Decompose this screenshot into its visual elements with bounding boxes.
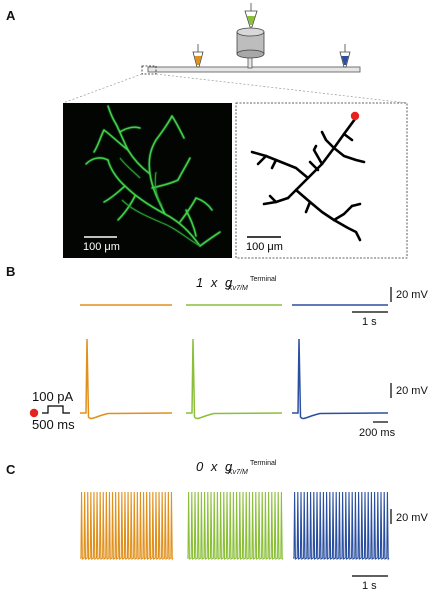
action-potential-traces: [80, 338, 389, 420]
scale-b-voltage-bottom-label: 20 mV: [396, 385, 428, 397]
stimulus-soma-marker: [29, 408, 39, 418]
stimulus-amplitude-label: 100 pA: [32, 389, 74, 404]
fluorescence-micrograph: 100 μm: [63, 103, 232, 258]
inset-marker: [141, 65, 157, 75]
trace-c-spikes-green: [187, 491, 284, 561]
soma-marker: [350, 111, 360, 121]
condition-label-b: 1 x g Kv7/M Terminal: [196, 275, 277, 292]
condition-c-subscript: Kv7/M: [228, 469, 248, 476]
condition-c-multiplier: 0: [196, 459, 204, 474]
scale-c-time-label: 1 s: [362, 580, 377, 591]
condition-b-times: x: [210, 275, 218, 290]
stimulus-duration-label: 500 ms: [32, 417, 75, 432]
condition-b-multiplier: 1: [196, 275, 203, 290]
panel-c-label: C: [6, 462, 16, 477]
condition-label-c: 0 x g Kv7/M Terminal: [196, 459, 277, 476]
trace-c-spikes-orange: [80, 491, 174, 561]
electrode-right-blue: [339, 44, 351, 68]
condition-c-superscript: Terminal: [250, 460, 277, 467]
micrograph-scale-label: 100 μm: [83, 241, 120, 253]
panel-b-label: B: [6, 264, 15, 279]
scale-b-time-top-label: 1 s: [362, 316, 377, 328]
scale-c-voltage-label: 20 mV: [396, 512, 428, 524]
electrode-left-orange: [192, 44, 204, 68]
zoom-line-right: [155, 73, 408, 104]
svg-text:0 x g: 0 x g: [196, 459, 233, 474]
trace-b-ap-blue: [292, 338, 389, 420]
svg-text:1 x g: 1 x g: [196, 275, 233, 290]
condition-c-symbol: g: [225, 459, 233, 474]
scale-b-voltage-top-label: 20 mV: [396, 289, 428, 301]
perfusion-tube: [147, 66, 361, 73]
condition-b-superscript: Terminal: [250, 276, 277, 283]
trace-c-spikes-blue: [293, 491, 390, 561]
panel-a-label: A: [6, 8, 16, 23]
stimulus-step-icon: [42, 405, 70, 414]
trace-b-ap-orange: [80, 338, 173, 420]
cylinder-chamber: [236, 27, 265, 59]
zoom-line-left: [62, 73, 143, 104]
axon-reconstruction: 100 μm: [235, 102, 408, 259]
setup-schematic: [62, 3, 408, 104]
electrode-top-green: [244, 3, 258, 28]
condition-b-symbol: g: [225, 275, 233, 290]
scale-b-time-bottom-label: 200 ms: [359, 427, 396, 439]
trace-b-ap-green: [186, 338, 283, 420]
condition-c-times: x: [210, 459, 218, 474]
spike-trains: [80, 491, 390, 561]
reconstruction-scale-label: 100 μm: [246, 241, 283, 253]
condition-b-subscript: Kv7/M: [228, 285, 248, 292]
